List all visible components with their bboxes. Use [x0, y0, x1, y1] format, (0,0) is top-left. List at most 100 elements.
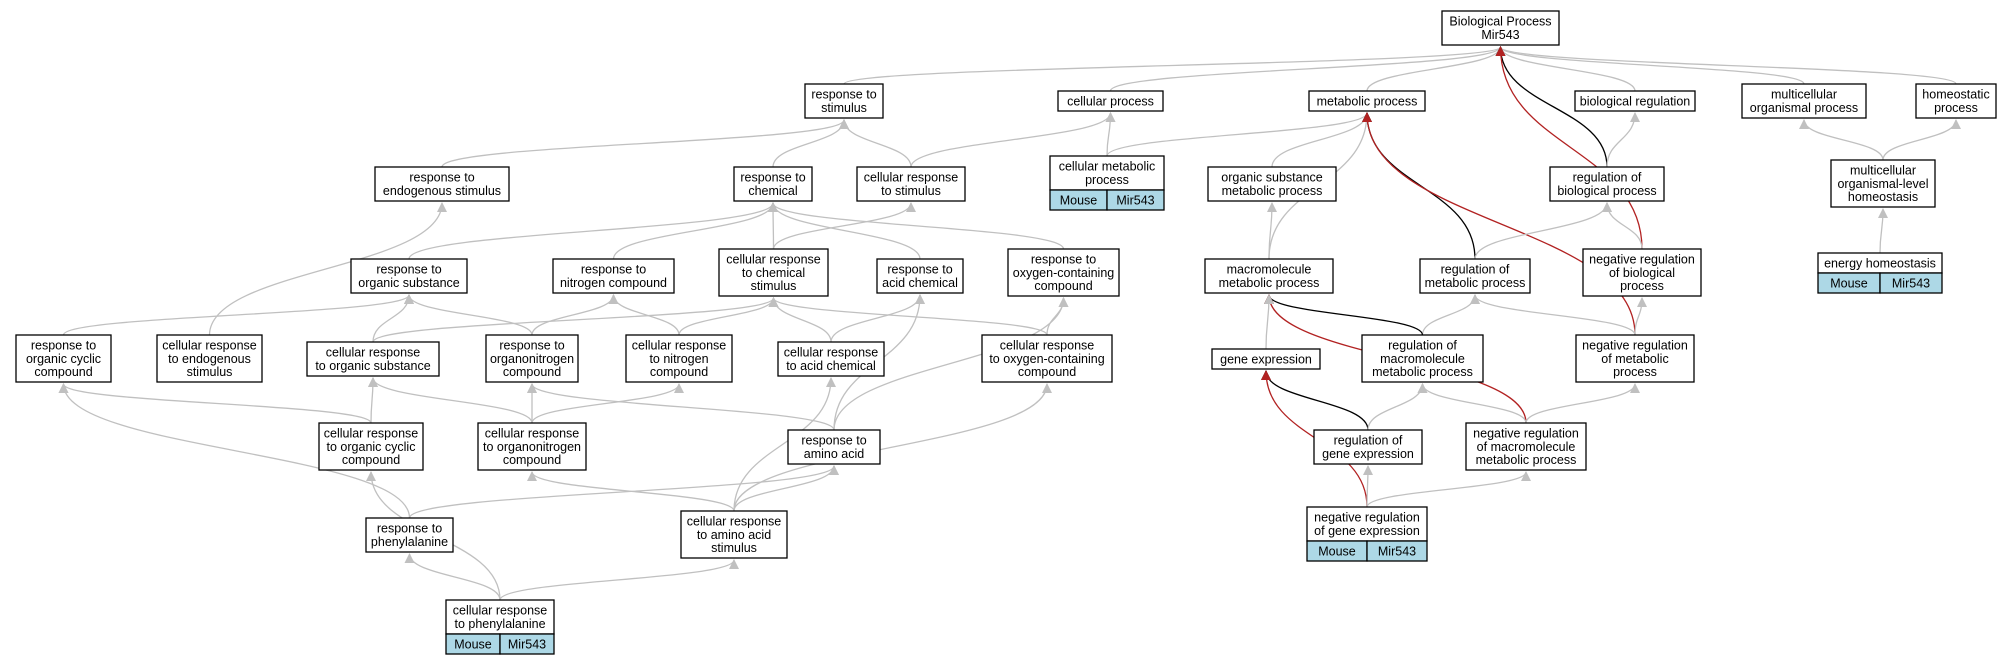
term-label-line: organic cyclic	[26, 352, 101, 366]
term-box	[1211, 348, 1321, 370]
go-term-node-cp[interactable]: cellular process	[1057, 90, 1164, 112]
term-label-line: metabolic process	[1219, 276, 1320, 290]
annotation-species: Mouse	[1060, 193, 1098, 207]
term-label-line: multicellular	[1771, 88, 1837, 102]
edge-crtonc-to-crtos	[368, 377, 533, 424]
term-box	[1582, 248, 1702, 297]
edge-nrobp-to-robp	[1602, 202, 1643, 250]
term-box	[733, 166, 813, 202]
edge-crtocyc-to-rtoc	[58, 383, 372, 424]
term-label-line: gene expression	[1220, 352, 1312, 366]
term-box	[1361, 334, 1484, 383]
edge-mop-to-bp	[1495, 46, 1805, 85]
term-label-line: to stimulus	[881, 184, 941, 198]
term-label-line: of biological	[1609, 266, 1675, 280]
go-term-node-breg[interactable]: biological regulation	[1574, 90, 1696, 112]
go-term-node-ge[interactable]: gene expression	[1211, 348, 1321, 370]
term-label-line: cellular process	[1067, 94, 1154, 108]
term-box	[1549, 166, 1665, 202]
edge-crtocc-to-crtcs	[768, 297, 1048, 336]
edge-rts-to-bp	[843, 46, 1506, 85]
term-label-line: cellular metabolic	[1059, 160, 1156, 174]
term-label-line: regulation of	[1441, 263, 1510, 277]
term-label-line: homeostatic	[1922, 88, 1989, 102]
term-label-line: response to	[1031, 253, 1096, 267]
term-label-line: cellular response	[726, 253, 821, 267]
term-label-line: to endogenous	[168, 352, 251, 366]
term-label-line: stimulus	[821, 101, 867, 115]
edge-rommp-to-romp	[1421, 294, 1480, 336]
go-term-node-mp[interactable]: metabolic process	[1308, 90, 1426, 112]
term-label-line: cellular response	[1000, 339, 1095, 353]
term-box	[1204, 258, 1334, 294]
term-label-line: negative regulation	[1473, 427, 1579, 441]
term-label-line: regulation of	[1334, 434, 1403, 448]
annotation-species: Mouse	[1830, 276, 1868, 290]
term-label-line: of metabolic	[1601, 352, 1668, 366]
edge-cmp-to-cp	[1105, 112, 1116, 157]
term-box	[445, 599, 555, 635]
term-box	[374, 166, 510, 202]
term-label-line: process	[1085, 173, 1129, 187]
term-label-line: negative regulation	[1589, 253, 1695, 267]
term-label-line: phenylalanine	[371, 535, 448, 549]
annotation-gene: Mir543	[1378, 544, 1416, 558]
term-label-line: cellular response	[162, 339, 257, 353]
term-label-line: endogenous stimulus	[383, 184, 501, 198]
term-label-line: cellular response	[326, 346, 421, 360]
term-label-line: gene expression	[1322, 447, 1414, 461]
edge-crts-to-cp	[910, 112, 1116, 168]
term-label-line: organismal-level	[1837, 177, 1928, 191]
term-label-line: stimulus	[187, 365, 233, 379]
term-label-line: metabolic process	[1222, 184, 1323, 198]
edge-crtaas-to-crtonc	[527, 471, 735, 512]
edge-hp-to-bp	[1495, 46, 1957, 85]
edge-nrobp-to-bp	[1495, 46, 1643, 250]
term-label-line: energy homeostasis	[1824, 256, 1936, 270]
edge-crtes-to-rtes	[208, 202, 447, 336]
edge-cp-to-bp	[1109, 46, 1506, 92]
term-box	[477, 422, 587, 471]
term-label-line: Biological Process	[1449, 15, 1551, 29]
term-label-line: metabolic process	[1317, 94, 1418, 108]
